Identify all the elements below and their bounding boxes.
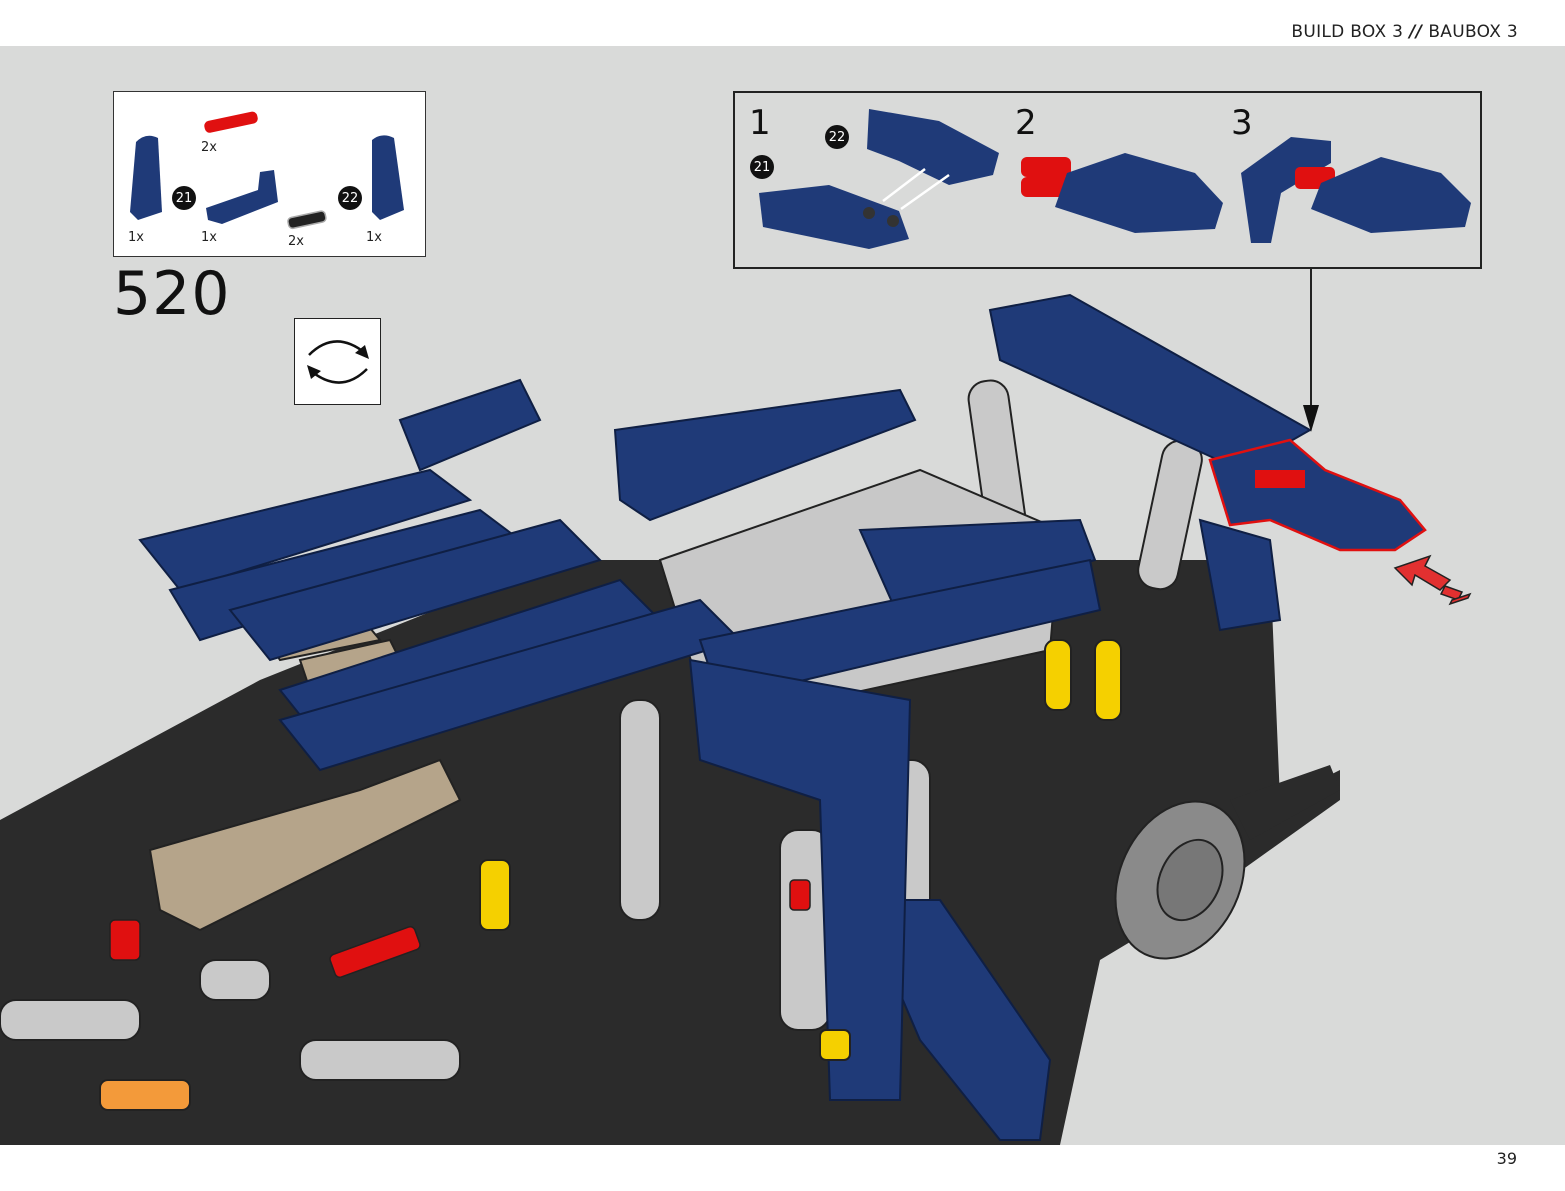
sub-step-2-illustration [1021,153,1223,233]
title-separator: // [1409,22,1423,42]
sub-step-1-illustration [759,109,999,249]
insert-arrow-down [1303,267,1319,432]
model-illustration [0,267,1472,1145]
sub-callout-22: 22 [825,125,849,149]
part-red-axle-pin [204,111,258,133]
sub-assembly-box: 1 22 21 2 3 [733,91,1482,269]
rotate-model-icon [307,340,369,384]
qty-blue-liftarm-bent: 1x [201,230,217,245]
title-german: BAUBOX 3 [1428,22,1518,42]
yellow-parts [479,639,1122,1061]
instruction-canvas: 21 1x 2x 1x 2x 22 1x 520 1 22 21 [0,46,1565,1145]
page-header: BUILD BOX 3//BAUBOX 3 [0,0,1565,46]
part-blue-liftarm-bent [206,170,278,224]
part-blue-panel-right [372,135,404,220]
sub-step-1-label: 1 [749,103,771,143]
brake-disc [1114,800,1246,960]
qty-blue-panel-right: 1x [366,230,382,245]
callout-badge-22: 22 [338,186,362,210]
sub-callout-21: 21 [750,155,774,179]
part-blue-panel-left [130,135,162,220]
page-number: 39 [1496,1149,1517,1168]
qty-black-pin: 2x [288,234,304,249]
parts-list-box: 21 1x 2x 1x 2x 22 1x [113,91,426,257]
part-black-pin [287,210,327,230]
new-wing-assembly [1208,438,1427,552]
sub-step-2-label: 2 [1015,103,1037,143]
insert-arrow-red [1393,554,1472,606]
step-number: 520 [113,259,231,329]
qty-red-axle-pin: 2x [201,140,217,155]
sub-step-3-label: 3 [1231,103,1253,143]
red-parts [109,879,811,979]
rotate-model-indicator [294,318,381,405]
callout-badge-21: 21 [172,186,196,210]
orange-part [99,1079,191,1111]
right-axle-arm [1230,765,1340,840]
build-box-title: BUILD BOX 3//BAUBOX 3 [1291,22,1518,42]
qty-blue-panel-left: 1x [128,230,144,245]
blue-beams [138,293,1313,1141]
sub-step-3-illustration [1241,137,1471,243]
title-english: BUILD BOX 3 [1291,22,1404,42]
